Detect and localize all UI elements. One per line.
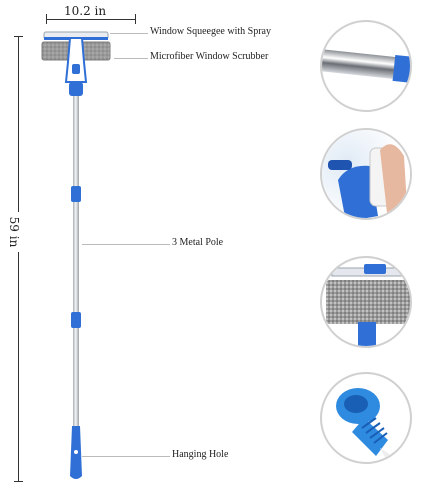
callout-pole: 3 Metal Pole bbox=[172, 237, 224, 248]
width-label: 10.2 in bbox=[62, 4, 109, 18]
height-dimension-line bbox=[18, 36, 19, 482]
height-tick-top bbox=[14, 36, 23, 37]
spray-trigger bbox=[72, 64, 80, 74]
mop-product-image bbox=[41, 31, 111, 479]
height-label: 59 in bbox=[7, 212, 21, 252]
callout-squeegee: Window Squeegee with Spray bbox=[150, 26, 271, 37]
spray-bottle-base bbox=[69, 82, 83, 96]
detail-microfiber-pad bbox=[320, 256, 412, 348]
pole-section-2 bbox=[73, 202, 79, 314]
spray-head bbox=[64, 37, 88, 83]
width-dimension: 10.2 in bbox=[46, 4, 136, 30]
pole-lock-2 bbox=[71, 312, 81, 328]
pole-section-3 bbox=[73, 328, 79, 426]
detail-spray-nozzle bbox=[320, 128, 412, 220]
hanging-hole bbox=[74, 450, 78, 454]
detail-end-cap bbox=[320, 372, 412, 464]
callout-scrubber: Microfiber Window Scrubber bbox=[150, 51, 269, 62]
pole-lock-1 bbox=[71, 186, 81, 202]
pole-section-1 bbox=[73, 96, 79, 188]
width-tick-right bbox=[135, 14, 136, 24]
width-dimension-line bbox=[46, 19, 136, 20]
width-tick-left bbox=[46, 14, 47, 24]
detail-metal-tube bbox=[320, 20, 412, 112]
callout-hanging-hole: Hanging Hole bbox=[172, 449, 229, 460]
height-tick-bottom bbox=[14, 481, 23, 482]
height-dimension bbox=[12, 36, 26, 482]
